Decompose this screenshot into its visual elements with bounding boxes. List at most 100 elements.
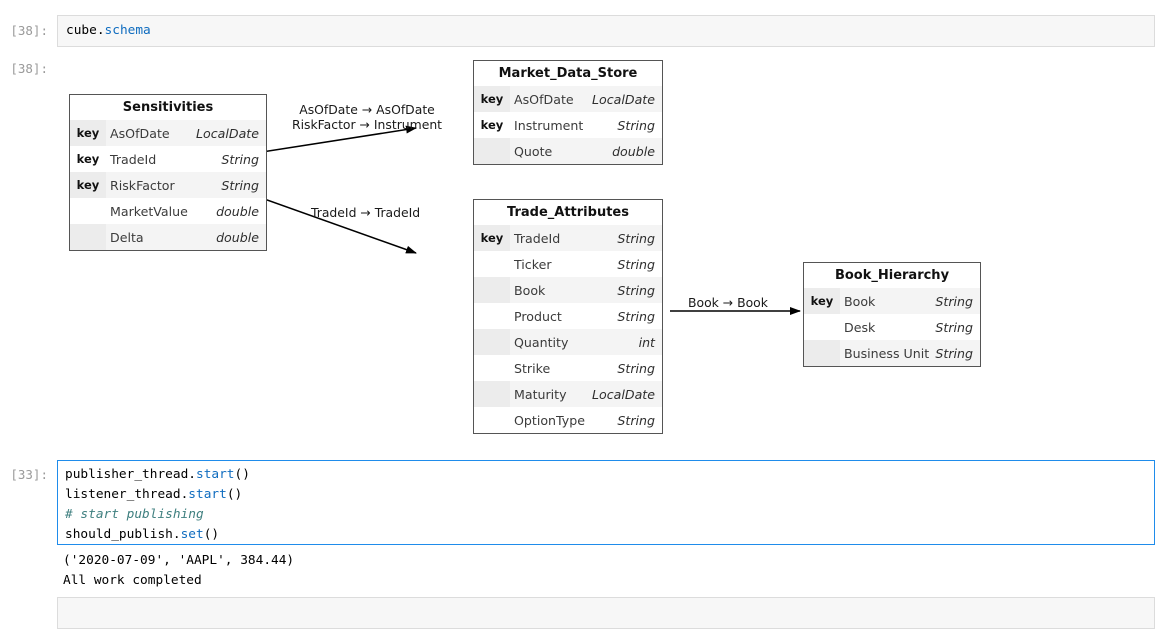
code-token-object: cube. [66,23,105,38]
table-market-data-store[interactable]: Market_Data_Store key AsOfDate LocalDate… [473,60,663,165]
key-badge [804,340,840,366]
key-badge [70,198,106,224]
code-cell-2[interactable]: publisher_thread.start() listener_thread… [57,460,1155,545]
code-cell-3-empty[interactable] [57,597,1155,629]
schema-diagram: AsOfDate → AsOfDate RiskFactor → Instrum… [0,50,1165,450]
table-row: key AsOfDate LocalDate [70,120,266,146]
key-badge [474,407,510,433]
code-line: cube.schema [58,16,1154,41]
table-row: Desk String [804,314,980,340]
table-row: Product String [474,303,662,329]
table-row: key Book String [804,288,980,314]
field-name: Maturity [514,386,567,402]
field-name: Quote [514,143,553,159]
table-book-hierarchy[interactable]: Book_Hierarchy key Book String Desk Stri… [803,262,981,367]
field-type: String [617,360,655,376]
code-token-function: start [188,487,227,502]
code-token-parens: () [234,467,250,482]
table-row: Quantity int [474,329,662,355]
field-type: LocalDate [196,125,259,141]
field-name: OptionType [514,412,585,428]
key-badge [70,224,106,250]
field-name: AsOfDate [514,91,574,107]
table-trade-attributes[interactable]: Trade_Attributes key TradeId String Tick… [473,199,663,434]
field-type: String [935,293,973,309]
field-name: Book [514,282,546,298]
field-type: String [935,345,973,361]
cell-2-output-line-1: ('2020-07-09', 'AAPL', 384.44) [63,553,295,568]
field-type: int [638,334,655,350]
table-sensitivities[interactable]: Sensitivities key AsOfDate LocalDate key… [69,94,267,251]
table-title: Market_Data_Store [474,61,662,86]
code-token-parens: () [203,527,220,542]
table-row: key TradeId String [70,146,266,172]
field-name: AsOfDate [110,125,170,141]
table-row: Maturity LocalDate [474,381,662,407]
field-name: TradeId [514,230,561,246]
field-type: String [617,230,655,246]
key-badge [474,381,510,407]
field-name: Strike [514,360,551,376]
code-token-comment: # start publishing [65,507,204,522]
key-badge [474,277,510,303]
field-type: String [617,412,655,428]
table-title: Sensitivities [70,95,266,120]
code-token-parens: () [226,487,243,502]
notebook-root: [38]: cube.schema [38]: AsOfDate → AsOfD… [0,15,1165,629]
table-row: Delta double [70,224,266,250]
edge-label-1-line-1: AsOfDate → AsOfDate [299,102,435,117]
code-line: # start publishing [58,505,1154,525]
field-type: String [617,308,655,324]
edge-label-3: Book → Book [688,295,768,310]
code-line: listener_thread.start() [58,485,1154,505]
key-badge [474,329,510,355]
edge-label-3-line-1: Book → Book [688,295,768,310]
table-row: key Instrument String [474,112,662,138]
code-token-function: set [180,527,204,542]
key-badge [474,303,510,329]
key-badge [474,138,510,164]
edge-label-2: TradeId → TradeId [311,205,420,220]
key-badge: key [804,288,840,314]
key-badge [474,355,510,381]
field-type: String [617,282,655,298]
code-line: publisher_thread.start() [58,461,1154,485]
table-row: MarketValue double [70,198,266,224]
table-row: Business Unit String [804,340,980,366]
field-type: String [221,177,259,193]
table-title: Book_Hierarchy [804,263,980,288]
key-badge: key [76,152,100,166]
table-row: Ticker String [474,251,662,277]
output-prompt-cell-1: [38]: [10,61,48,76]
field-type: LocalDate [592,386,655,402]
edge-label-1-line-2: RiskFactor → Instrument [292,117,443,132]
table-row: key AsOfDate LocalDate [474,86,662,112]
field-name: Business Unit [844,345,930,361]
key-badge [804,314,840,340]
table-row: key TradeId String [474,225,662,251]
input-prompt-cell-2: [33]: [10,467,48,482]
key-badge: key [480,118,504,132]
table-row: OptionType String [474,407,662,433]
code-token-object: publisher_thread. [65,467,196,482]
input-prompt-cell-1: [38]: [10,23,48,38]
table-title: Trade_Attributes [474,200,662,225]
field-name: MarketValue [110,203,188,219]
field-type: String [617,256,655,272]
cell-2-output-line-2: All work completed [63,573,202,588]
field-type: double [216,203,259,219]
edge-label-2-line-1: TradeId → TradeId [311,205,421,220]
key-badge [474,251,510,277]
code-token-object: listener_thread. [65,487,189,502]
field-name: RiskFactor [110,177,175,193]
key-badge: key [70,120,106,146]
edge-label-1: AsOfDate → AsOfDate RiskFactor → Instrum… [292,102,442,132]
code-token-function: start [195,467,235,482]
field-name: Quantity [514,334,569,350]
key-badge: key [474,225,510,251]
field-name: Ticker [514,256,552,272]
field-type: String [617,117,655,133]
code-cell-1[interactable]: cube.schema [57,15,1155,47]
field-name: Product [514,308,562,324]
key-badge: key [474,86,510,112]
